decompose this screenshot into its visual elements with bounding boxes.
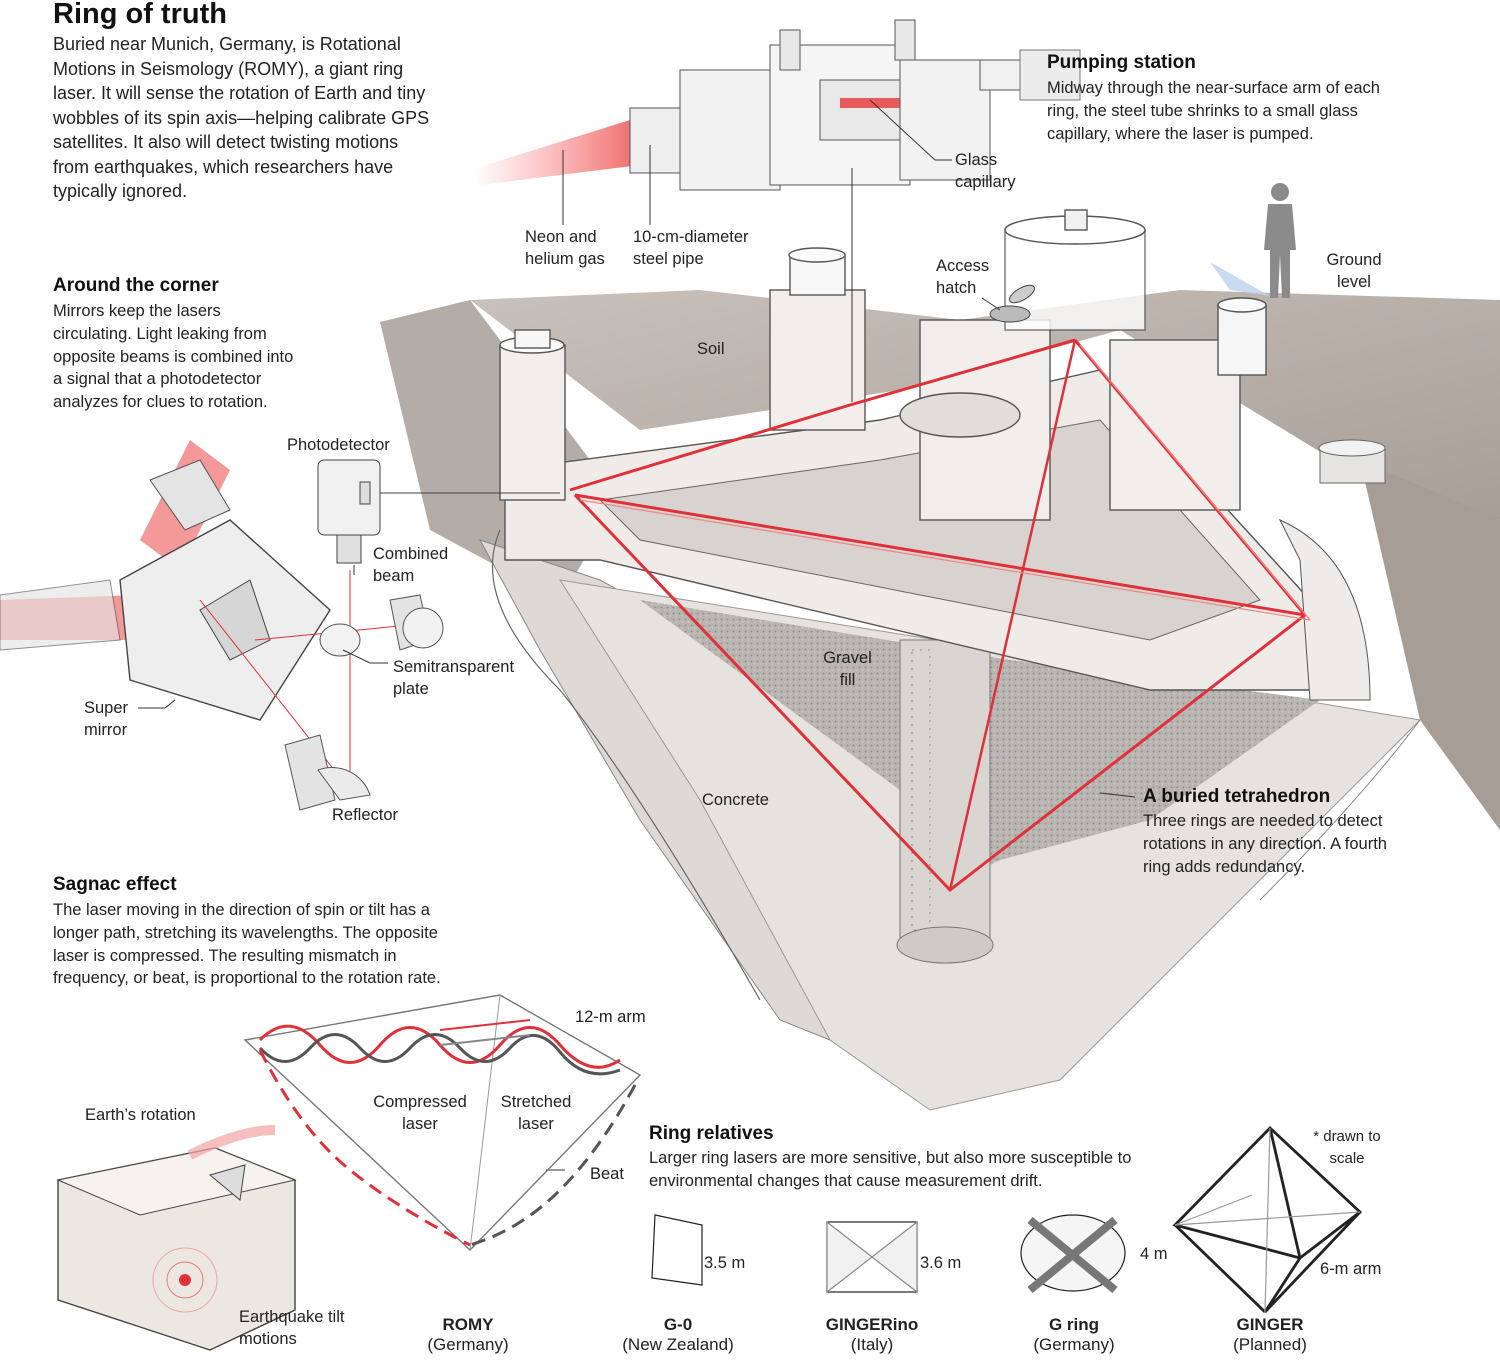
label-concrete: Concrete [702, 791, 769, 809]
page-title: Ring of truth [53, 0, 227, 30]
sagnac-diagram [243, 994, 642, 1251]
sagnac-heading: Sagnac effect [53, 874, 177, 895]
ring-size-g-ring: 4 m [1140, 1245, 1168, 1263]
ginger-shape [1172, 1126, 1362, 1313]
laser-ring [569, 338, 1311, 893]
pumping-heading: Pumping station [1047, 52, 1196, 73]
ring-g0: G-0 (New Zealand) [622, 1315, 734, 1354]
ring-g-ring: G ring (Germany) [1033, 1315, 1115, 1354]
label-photodetector: Photodetector [287, 436, 390, 454]
earth-cube [56, 1125, 297, 1351]
pumping-text: Midway through the near-surface arm of e… [1047, 79, 1380, 143]
label-reflector: Reflector [332, 806, 399, 824]
reflector-device [284, 734, 371, 811]
semitransparent-plate [319, 594, 444, 657]
ring-size-gingerino: 3.6 m [920, 1254, 962, 1272]
sagnac-text: The laser moving in the direction of spi… [53, 901, 441, 988]
person-silhouette [1210, 183, 1296, 298]
label-beat: Beat [590, 1165, 624, 1183]
label-12m-arm: 12-m arm [575, 1008, 646, 1026]
shaft-ladder [911, 649, 931, 931]
intro-text: Buried near Munich, Germany, is Rotation… [53, 34, 430, 201]
label-soil: Soil [697, 340, 725, 358]
shaft-bottom [896, 926, 994, 964]
photodetector-device [317, 459, 560, 564]
far-tank [1318, 439, 1386, 484]
skirt-curve [492, 529, 761, 1001]
shaft [899, 639, 991, 941]
relatives-heading: Ring relatives [649, 1123, 774, 1144]
soil-right-wall [1360, 460, 1500, 830]
pumping-station [470, 19, 1081, 191]
tetra-text: Three rings are needed to detect rotatio… [1143, 812, 1387, 876]
leader-lines [138, 99, 1136, 1171]
tower-left [499, 329, 566, 501]
tetra-heading: A buried tetrahedron [1143, 786, 1331, 807]
skirt-curve-2 [1259, 719, 1421, 901]
corner-text: Mirrors keep the lasers circulating. Lig… [53, 302, 294, 412]
tower-right [1109, 297, 1267, 511]
tower-back [769, 247, 866, 431]
ring-size-ginger: 6-m arm [1320, 1260, 1382, 1278]
label-earth-rotation: Earth’s rotation [85, 1106, 196, 1124]
ring-romy: ROMY (Germany) [427, 1315, 509, 1354]
ring-icons [651, 1126, 1362, 1314]
ring-size-g0: 3.5 m [704, 1254, 746, 1272]
corner-assembly [0, 440, 411, 791]
gravel-arm-right [1278, 518, 1371, 701]
ring-gingerino: GINGERino (Italy) [825, 1315, 919, 1354]
relatives-text: Larger ring lasers are more sensitive, b… [649, 1149, 1132, 1190]
ring-ginger: GINGER (Planned) [1233, 1315, 1307, 1354]
corner-heading: Around the corner [53, 275, 219, 296]
g0-ring-shape [651, 1214, 703, 1286]
